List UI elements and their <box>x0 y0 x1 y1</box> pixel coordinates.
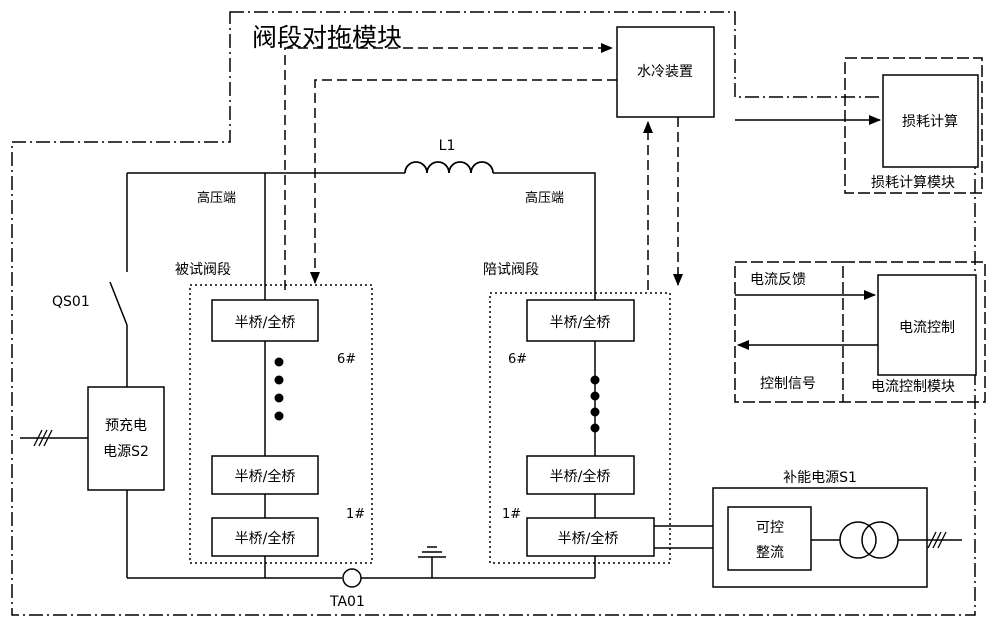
tested-valve-boundary <box>189 284 373 564</box>
ct-label: TA01 <box>329 594 365 610</box>
inductor-label: L1 <box>439 138 456 154</box>
switch-qs01 <box>109 281 128 326</box>
companion-module-1-label: 半桥/全桥 <box>558 530 619 547</box>
tested-valve-label: 被试阀段 <box>175 262 231 278</box>
loss-calc-box <box>882 74 979 168</box>
companion-module-1 <box>526 517 655 557</box>
tested-module-2-label: 半桥/全桥 <box>235 468 296 485</box>
current-transformer-ta01 <box>342 568 362 588</box>
tested-module-1 <box>211 517 319 557</box>
companion-module-2-label: 半桥/全桥 <box>550 468 611 485</box>
ground-symbol <box>418 546 446 558</box>
companion-num-1: 1# <box>502 507 521 522</box>
companion-module-2 <box>526 455 635 495</box>
companion-valve-label: 陪试阀段 <box>483 262 539 278</box>
current-feedback-label: 电流反馈 <box>750 272 806 288</box>
companion-valve-boundary <box>489 292 671 564</box>
supplement-power-label: 补能电源S1 <box>783 470 857 486</box>
companion-num-6: 6# <box>508 352 527 367</box>
precharge-label-2: 电源S2 <box>103 444 149 460</box>
module-title: 阀段对拖模块 <box>252 23 402 52</box>
water-cooling-box <box>616 26 715 118</box>
tested-num-6: 6# <box>337 352 356 367</box>
control-signal-label: 控制信号 <box>760 376 816 392</box>
transformer-winding-1 <box>839 521 877 559</box>
loss-calc-module-label: 损耗计算模块 <box>871 175 955 191</box>
hv-left-label: 高压端 <box>197 190 236 206</box>
valve-module-boundary <box>11 11 976 616</box>
loss-calc-module-boundary <box>844 57 983 194</box>
controlled-rectifier-box <box>727 506 812 571</box>
water-cooling-label: 水冷装置 <box>637 64 693 80</box>
switch-label: QS01 <box>52 294 90 310</box>
tested-num-1: 1# <box>346 507 365 522</box>
hv-wire <box>127 172 596 300</box>
tested-ellipsis-dots <box>274 357 284 421</box>
inductor-l1 <box>404 161 494 174</box>
precharge-label-1: 预充电 <box>105 418 147 434</box>
three-phase-mark-right <box>927 531 947 549</box>
current-control-module-boundary <box>734 261 986 403</box>
controlled-rectifier-label-2: 整流 <box>756 545 784 561</box>
tested-module-1-label: 半桥/全桥 <box>235 530 296 547</box>
current-control-box <box>877 274 977 376</box>
companion-ellipsis-dots <box>590 375 600 433</box>
controlled-rectifier-label-1: 可控 <box>756 520 784 536</box>
cooling-return-line <box>310 79 617 284</box>
three-phase-mark-left <box>33 429 53 447</box>
companion-module-6 <box>526 299 635 342</box>
hv-right-label: 高压端 <box>525 190 564 206</box>
current-control-label: 电流控制 <box>899 320 955 336</box>
precharge-source-box <box>87 386 165 491</box>
tested-module-6 <box>211 299 319 342</box>
tested-module-2 <box>211 455 319 495</box>
loss-calc-label: 损耗计算 <box>902 114 958 130</box>
companion-module-6-label: 半桥/全桥 <box>550 314 611 331</box>
cooling-supply-line <box>284 43 613 290</box>
current-control-module-label: 电流控制模块 <box>871 379 955 395</box>
tested-module-6-label: 半桥/全桥 <box>235 314 296 331</box>
